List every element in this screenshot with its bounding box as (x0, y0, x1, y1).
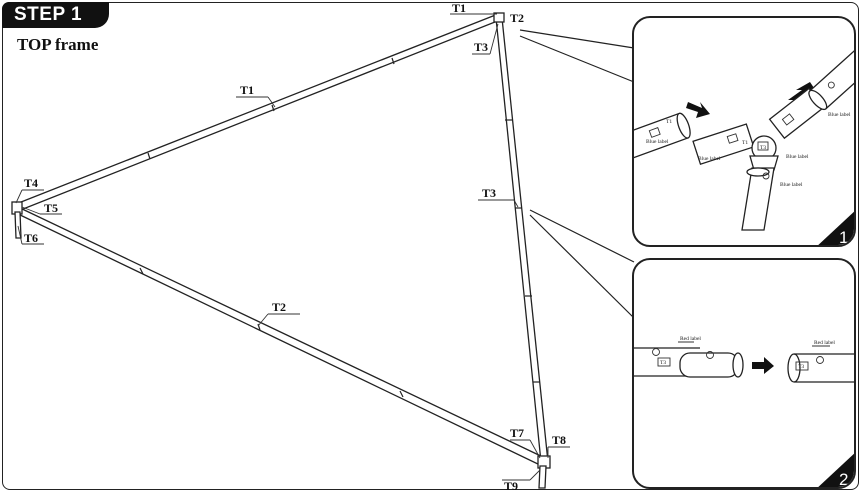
push-arrow-left (686, 102, 710, 118)
label-left-t5: T5 (44, 201, 58, 215)
inset1-label-blue-right: Blue label (786, 154, 809, 160)
label-left-t4: T4 (24, 176, 38, 190)
inset1-hub (749, 135, 779, 171)
hub-bottom (537, 455, 551, 489)
top-hub-detail-drawing: T1 T1 T3 Blue label Blue label Blue labe… (634, 49, 854, 247)
inset1-label-blue-top-right: Blue label (828, 112, 851, 118)
inset1-tube-topright (808, 49, 854, 111)
inset1-tube-left (634, 112, 691, 160)
tube-joints (139, 57, 540, 398)
inset1-label-blue-left: Blue label (646, 139, 669, 145)
detail-inset-2: T3 T3 Red label Red label 2 (632, 258, 856, 489)
label-bottom-t8: T8 (552, 433, 566, 447)
inset2-corner-tab (818, 453, 854, 487)
label-left-t6: T6 (24, 231, 38, 245)
inset1-label-blue-mid: Blue label (698, 156, 721, 162)
label-leaders (15, 13, 570, 481)
tube-connection-detail-drawing: T3 T3 Red label Red label 2 (634, 336, 854, 489)
label-top-t3: T3 (474, 40, 488, 54)
inset1-corner-tab (818, 211, 854, 245)
inset2-number: 2 (839, 470, 848, 489)
inset2-tube-right (787, 353, 854, 383)
tube-t2 (15, 206, 546, 467)
inset1-number: 1 (839, 228, 848, 247)
label-bottom-t7: T7 (510, 426, 524, 440)
label-tube-t2: T2 (272, 300, 286, 314)
inset1-tube-down (741, 167, 775, 231)
label-tube-t1: T1 (240, 83, 254, 97)
detail-inset-1: T1 T1 T3 Blue label Blue label Blue labe… (632, 16, 856, 247)
step-badge: STEP 1 (2, 2, 109, 28)
push-arrow (752, 357, 774, 374)
inset2-connector-t3-left: T3 (660, 360, 666, 366)
label-tube-t3: T3 (482, 186, 496, 200)
inset1-label-blue-bottom: Blue label (780, 182, 803, 188)
inset2-label-red-left: Red label (680, 336, 701, 342)
label-top-t1: T1 (452, 1, 466, 15)
label-bottom-t9: T9 (504, 479, 518, 493)
hub-left (11, 201, 23, 239)
inset1-tube-mid (692, 123, 755, 165)
hub-top (493, 12, 505, 23)
inset2-label-red-right: Red label (814, 340, 835, 346)
inset1-connector-t3: T3 (760, 145, 766, 151)
inset2-connector-t3-right: T3 (798, 364, 804, 370)
label-top-t2: T2 (510, 11, 524, 25)
page-subtitle: TOP frame (17, 35, 99, 54)
push-arrow-right (788, 82, 814, 100)
callout-lines (519, 29, 635, 319)
inset1-connector-t1-right: T1 (742, 140, 748, 146)
tube-t3 (495, 17, 549, 463)
inset1-connector-t1-left: T1 (666, 119, 672, 125)
inset2-tube-insert (679, 351, 744, 378)
